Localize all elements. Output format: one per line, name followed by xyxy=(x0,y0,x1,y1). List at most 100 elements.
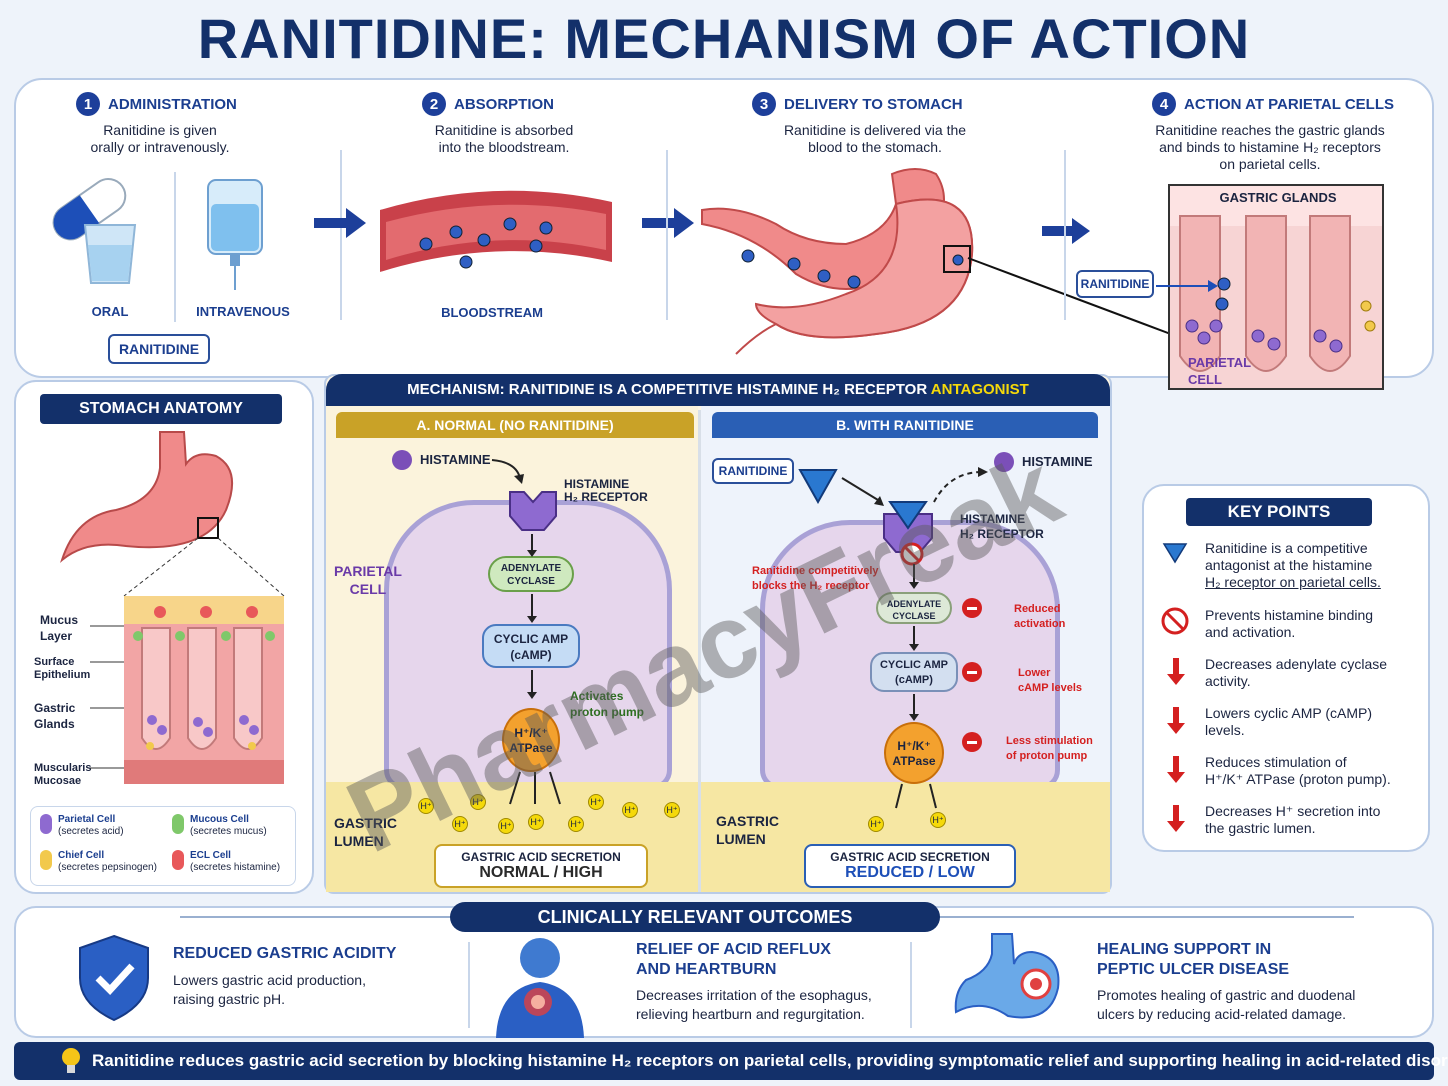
stomach-target-icon xyxy=(954,933,1060,1019)
outcome-1-desc: Lowers gastric acid production,raising g… xyxy=(173,972,366,1007)
step-4-heading: 4 ACTION AT PARIETAL CELLS xyxy=(1152,92,1394,116)
histamine-binding-arrow xyxy=(491,459,524,484)
iv-bag-illustration xyxy=(207,179,263,290)
h2-receptor-icon xyxy=(509,491,557,531)
key-points-panel xyxy=(1142,484,1430,852)
key-points-title: KEY POINTS xyxy=(1186,498,1372,526)
proton-icon: H⁺ xyxy=(470,794,486,810)
minus-circle-icon xyxy=(962,732,982,752)
proton-icon: H⁺ xyxy=(930,812,946,828)
legend-item-parietal: Parietal Cell(secretes acid) xyxy=(40,814,124,838)
proton-icon: H⁺ xyxy=(622,802,638,818)
footer-text: Ranitidine reduces gastric acid secretio… xyxy=(92,1051,1448,1070)
oral-label: ORAL xyxy=(91,304,129,319)
divider xyxy=(1064,150,1066,320)
proton-icon: H⁺ xyxy=(418,798,434,814)
divider xyxy=(666,150,668,320)
mucous-cell-icon xyxy=(172,814,184,834)
chief-cell-icon xyxy=(40,850,52,870)
arrow-to-gland-icon xyxy=(1156,280,1218,292)
divider xyxy=(340,150,342,320)
with-cascade-arrows xyxy=(909,564,919,721)
key-point-4: Lowers cyclic AMP (cAMP)levels. xyxy=(1205,705,1372,738)
with-camp: CYCLIC AMP(cAMP) xyxy=(870,652,958,692)
with-ranitidine-tag: RANITIDINE xyxy=(712,458,794,484)
red-down-arrow-icon xyxy=(1167,658,1185,685)
with-proton-outflow-arrows xyxy=(895,783,937,809)
prohibited-icon xyxy=(900,542,924,566)
mechanism-title: MECHANISM: RANITIDINE IS A COMPETITIVE H… xyxy=(326,374,1110,406)
ranitidine-approach-arrow xyxy=(841,477,884,506)
layer-pointer-lines xyxy=(90,625,124,769)
page-title: RANITIDINE: MECHANISM OF ACTION xyxy=(197,7,1251,70)
with-header: B. WITH RANITIDINE xyxy=(712,412,1098,438)
outcome-divider xyxy=(468,942,470,1028)
ranitidine-tag-step4: RANITIDINE xyxy=(1076,270,1154,298)
with-proton-pump: H⁺/K⁺ATPase xyxy=(884,722,944,784)
prohibited-icon xyxy=(1161,607,1189,635)
with-secretion-box: GASTRIC ACID SECRETION REDUCED / LOW xyxy=(804,844,1016,888)
proton-icon: H⁺ xyxy=(868,816,884,832)
proton-icon: H⁺ xyxy=(664,802,680,818)
ranitidine-triangle-icon xyxy=(798,469,838,504)
stomach-delivery-illustration xyxy=(701,168,974,355)
red-down-arrow-icon xyxy=(1167,805,1185,832)
step-1-heading: 1 ADMINISTRATION xyxy=(76,92,237,116)
cascade-arrows xyxy=(527,534,537,699)
lightbulb-icon xyxy=(62,1048,80,1073)
with-histamine-label: HISTAMINE xyxy=(1022,454,1093,469)
minus-circle-icon xyxy=(962,662,982,682)
proton-icon: H⁺ xyxy=(452,816,468,832)
step-number: 1 xyxy=(76,92,100,116)
histamine-icon xyxy=(994,452,1014,472)
normal-proton-pump: H⁺/K⁺ATPase xyxy=(502,708,560,772)
cell-legend xyxy=(30,806,296,886)
zoom-connector-line xyxy=(967,257,1177,337)
outcome-divider xyxy=(910,942,912,1028)
normal-secretion-box: GASTRIC ACID SECRETION NORMAL / HIGH xyxy=(434,844,648,888)
proton-icon: H⁺ xyxy=(498,818,514,834)
proton-icon: H⁺ xyxy=(528,814,544,830)
outcome-1-title: REDUCED GASTRIC ACIDITY xyxy=(173,945,397,962)
parietal-cell-icon xyxy=(40,814,52,834)
capsule-and-water-illustration xyxy=(52,177,137,284)
outcomes-title: CLINICALLY RELEVANT OUTCOMES xyxy=(450,902,940,932)
normal-protons: H⁺ H⁺ H⁺ H⁺ H⁺ H⁺ H⁺ H⁺ H⁺ xyxy=(410,792,690,836)
normal-header: A. NORMAL (NO RANITIDINE) xyxy=(336,412,694,438)
shield-check-icon xyxy=(79,934,149,1022)
divider xyxy=(174,172,176,322)
footer-banner xyxy=(14,1042,1434,1080)
bloodstream-label: BLOODSTREAM xyxy=(441,305,543,320)
blue-triangle-icon xyxy=(1162,543,1188,564)
outcome-2-desc: Decreases irritation of the esophagus,re… xyxy=(636,987,872,1022)
histamine-icon xyxy=(392,450,412,470)
anatomy-title: STOMACH ANATOMY xyxy=(40,394,282,424)
stomach-anatomy-illustration xyxy=(60,431,285,784)
ranitidine-tag: RANITIDINE xyxy=(108,334,210,364)
heartburn-person-icon xyxy=(496,938,584,1038)
blocked-h2-receptor-icon xyxy=(883,501,933,553)
legend-item-chief: Chief Cell(secretes pepsinogen) xyxy=(40,850,157,874)
outcome-3-desc: Promotes healing of gastric and duodenal… xyxy=(1097,987,1356,1022)
gastric-glands-illustration xyxy=(1170,186,1382,372)
